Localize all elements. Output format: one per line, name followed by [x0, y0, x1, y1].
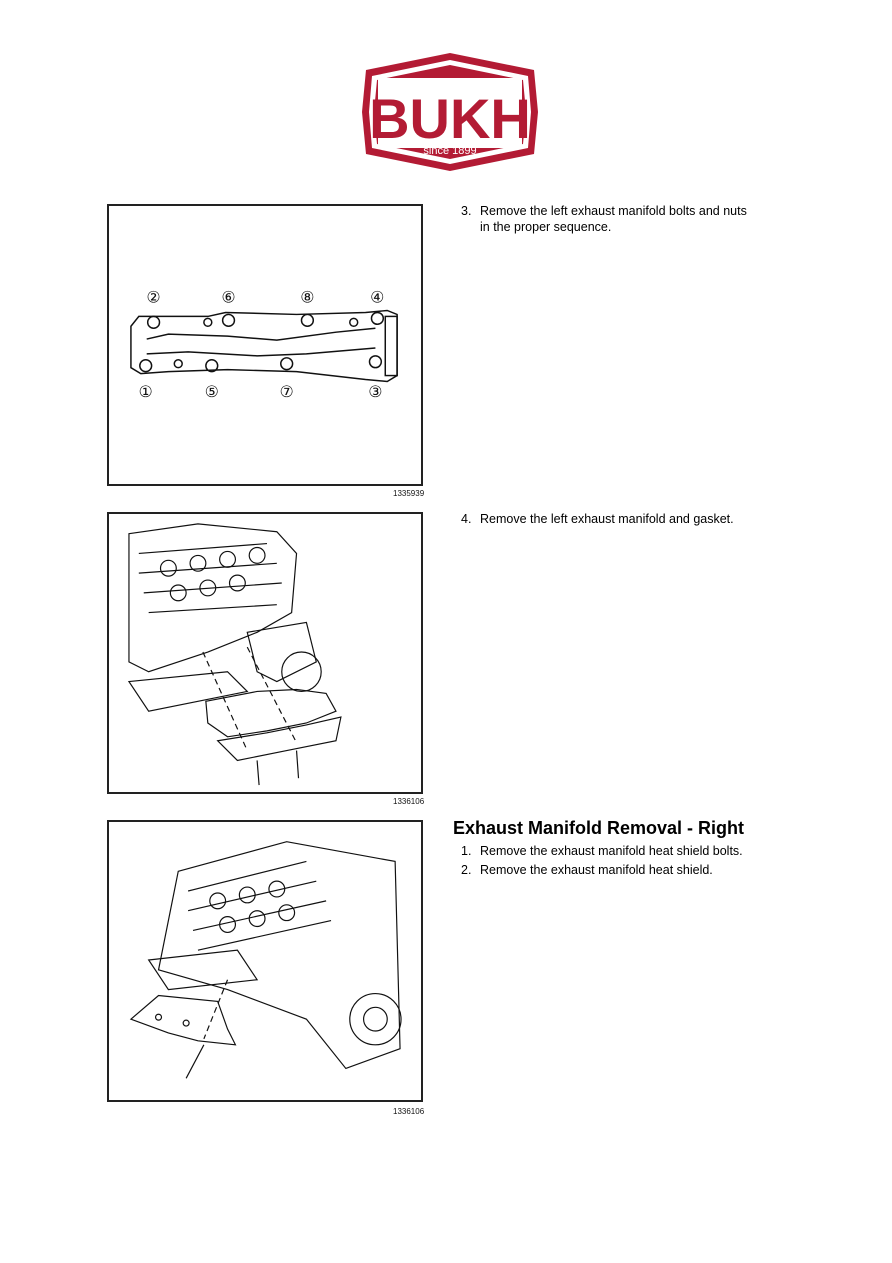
step-number: 4. — [461, 512, 472, 526]
bolt-label-5: ⑤ — [205, 382, 219, 401]
step-text: Remove the exhaust manifold heat shield … — [480, 844, 743, 858]
step-text: Remove the left exhaust manifold and gas… — [480, 512, 734, 526]
bolt-label-2: ② — [147, 288, 161, 307]
step-text-line: Remove the left exhaust manifold bolts a… — [480, 204, 747, 218]
manifold-gasket-removal-figure — [107, 512, 423, 794]
step-number: 1. — [461, 844, 472, 858]
step-number: 3. — [461, 204, 472, 218]
bolt-label-4: ④ — [370, 288, 384, 307]
bolt-label-6: ⑥ — [221, 288, 235, 307]
step-text-line: in the proper sequence. — [480, 220, 612, 234]
figure-id: 1335939 — [393, 489, 425, 498]
step-number: 2. — [461, 863, 472, 877]
bolt-label-1: ① — [139, 382, 153, 401]
svg-text:BUKH: BUKH — [369, 87, 531, 150]
figure-id: 1336106 — [393, 797, 425, 806]
step-text: Remove the exhaust manifold heat shield. — [480, 863, 713, 877]
bolt-label-3: ③ — [368, 382, 382, 401]
bukh-logo: BUKH since 1899 — [358, 50, 542, 174]
step-text: Remove the left exhaust manifold bolts a… — [480, 203, 747, 235]
bolt-label-8: ⑧ — [300, 288, 314, 307]
bolt-label-7: ⑦ — [280, 382, 294, 401]
section-heading: Exhaust Manifold Removal - Right — [453, 818, 745, 838]
heat-shield-removal-figure — [107, 820, 423, 1102]
manifold-bolt-sequence-figure: ② ⑥ ⑧ ④ ① ⑤ ⑦ ③ — [107, 204, 423, 486]
figure-id: 1336106 — [393, 1107, 425, 1116]
svg-text:since 1899: since 1899 — [423, 145, 476, 157]
